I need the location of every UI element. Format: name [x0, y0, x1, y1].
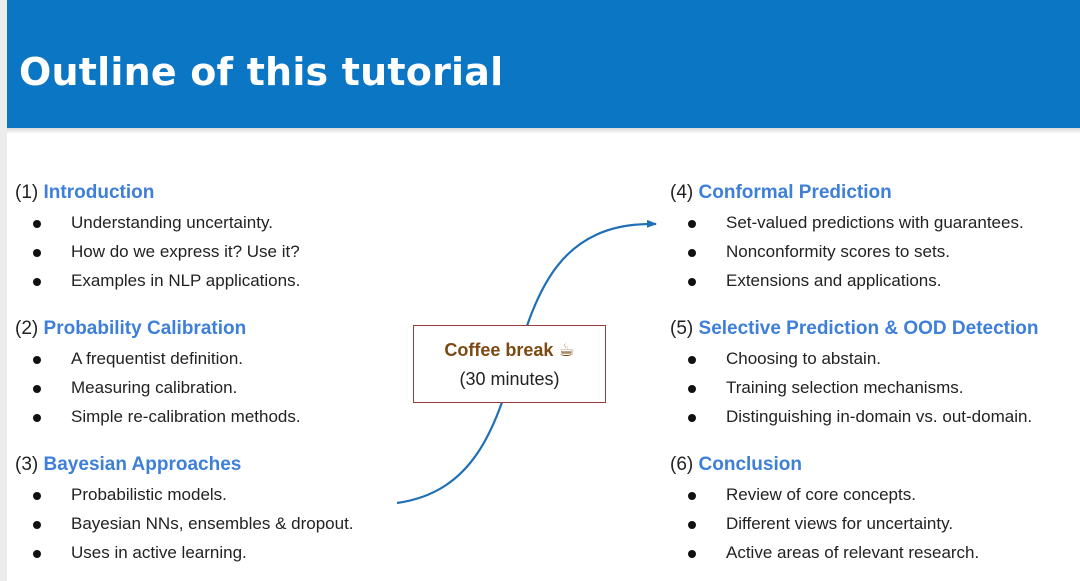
bullet-list: A frequentist definition. Measuring cali… [15, 346, 301, 433]
coffee-break-title: Coffee break ☕ [414, 340, 605, 361]
list-item: Probabilistic models. [15, 482, 241, 511]
list-item: Extensions and applications. [670, 268, 941, 297]
section-introduction: (1) Introduction Understanding uncertain… [15, 180, 300, 297]
list-item: Nonconformity scores to sets. [670, 239, 950, 268]
bullet-icon [33, 550, 41, 558]
section-number: (2) [15, 318, 39, 339]
bullet-icon [33, 385, 41, 393]
bullet-text: Bayesian NNs, ensembles & dropout. [71, 514, 354, 533]
section-conformal-prediction: (4) Conformal Prediction Set-valued pred… [670, 180, 1024, 297]
bullet-icon [688, 550, 696, 558]
bullet-icon [688, 414, 696, 422]
section-heading: (2) Probability Calibration [15, 316, 246, 342]
section-title: Conformal Prediction [698, 182, 892, 203]
bullet-text: Review of core concepts. [726, 485, 916, 504]
bullet-text: Set-valued predictions with guarantees. [726, 213, 1024, 232]
bullet-list: Understanding uncertainty. How do we exp… [15, 210, 300, 297]
list-item: Active areas of relevant research. [670, 540, 979, 569]
list-item: Different views for uncertainty. [670, 511, 953, 540]
section-number: (3) [15, 454, 39, 475]
bullet-text: Distinguishing in-domain vs. out-domain. [726, 407, 1033, 426]
list-item: Review of core concepts. [670, 482, 916, 511]
coffee-break-duration: (30 minutes) [459, 369, 560, 389]
bullet-list: Probabilistic models. Bayesian NNs, ense… [15, 482, 354, 569]
bullet-icon [688, 249, 696, 257]
section-number: (6) [670, 454, 694, 475]
bullet-text: Choosing to abstain. [726, 349, 881, 368]
list-item: A frequentist definition. [15, 346, 246, 375]
bullet-icon [33, 356, 41, 364]
list-item: How do we express it? Use it? [15, 239, 300, 268]
section-number: (1) [15, 182, 39, 203]
list-item: Set-valued predictions with guarantees. [670, 210, 1024, 239]
bullet-icon [688, 521, 696, 529]
section-title: Probability Calibration [43, 318, 247, 339]
section-heading: (6) Conclusion [670, 452, 802, 478]
list-item: Understanding uncertainty. [15, 210, 273, 239]
list-item: Choosing to abstain. [670, 346, 1039, 375]
bullet-icon [33, 220, 41, 228]
bullet-icon [33, 249, 41, 257]
coffee-break-box: Coffee break ☕ (30 minutes) [413, 325, 606, 403]
coffee-cup-icon: ☕ [558, 340, 575, 360]
section-heading: (1) Introduction [15, 180, 154, 206]
bullet-icon [33, 492, 41, 500]
list-item: Distinguishing in-domain vs. out-domain. [670, 404, 1039, 433]
section-number: (4) [670, 182, 694, 203]
bullet-text: A frequentist definition. [71, 349, 244, 368]
bullet-icon [33, 521, 41, 529]
section-heading: (4) Conformal Prediction [670, 180, 892, 206]
bullet-icon [688, 385, 696, 393]
section-title: Selective Prediction & OOD Detection [698, 318, 1039, 339]
bullet-text: Probabilistic models. [71, 485, 227, 504]
bullet-icon [688, 278, 696, 286]
bullet-text: Uses in active learning. [71, 543, 247, 562]
bullet-list: Review of core concepts. Different views… [670, 482, 979, 569]
bullet-list: Choosing to abstain. Training selection … [670, 346, 1039, 433]
list-item: Measuring calibration. [15, 375, 246, 404]
page-title: Outline of this tutorial [19, 50, 504, 94]
bullet-text: Examples in NLP applications. [71, 271, 301, 290]
section-title: Introduction [43, 182, 155, 203]
list-item: Bayesian NNs, ensembles & dropout. [15, 511, 354, 540]
bullet-text: Measuring calibration. [71, 378, 238, 397]
section-number: (5) [670, 318, 694, 339]
section-probability-calibration: (2) Probability Calibration A frequentis… [15, 316, 301, 433]
section-title: Conclusion [698, 454, 802, 475]
coffee-break-label: Coffee break [444, 340, 554, 360]
slide-left-margin [0, 0, 7, 581]
header-shadow [7, 128, 1080, 134]
section-heading: (3) Bayesian Approaches [15, 452, 241, 478]
list-item: Simple re-calibration methods. [15, 404, 301, 433]
list-item: Training selection mechanisms. [670, 375, 1039, 404]
section-conclusion: (6) Conclusion Review of core concepts. … [670, 452, 979, 569]
bullet-text: Nonconformity scores to sets. [726, 242, 950, 261]
section-bayesian-approaches: (3) Bayesian Approaches Probabilistic mo… [15, 452, 354, 569]
bullet-icon [688, 356, 696, 364]
bullet-icon [688, 220, 696, 228]
bullet-icon [688, 492, 696, 500]
bullet-text: Simple re-calibration methods. [71, 407, 301, 426]
bullet-icon [33, 278, 41, 286]
bullet-list: Set-valued predictions with guarantees. … [670, 210, 1024, 297]
list-item: Uses in active learning. [15, 540, 247, 569]
section-heading: (5) Selective Prediction & OOD Detection [670, 316, 1039, 342]
bullet-text: Active areas of relevant research. [726, 543, 980, 562]
bullet-text: Training selection mechanisms. [726, 378, 964, 397]
bullet-text: Different views for uncertainty. [726, 514, 954, 533]
bullet-text: How do we express it? Use it? [71, 242, 300, 261]
bullet-text: Extensions and applications. [726, 271, 942, 290]
header-bar: Outline of this tutorial [7, 0, 1080, 128]
bullet-text: Understanding uncertainty. [71, 213, 273, 232]
section-title: Bayesian Approaches [43, 454, 242, 475]
section-selective-prediction: (5) Selective Prediction & OOD Detection… [670, 316, 1039, 433]
bullet-icon [33, 414, 41, 422]
list-item: Examples in NLP applications. [15, 268, 300, 297]
